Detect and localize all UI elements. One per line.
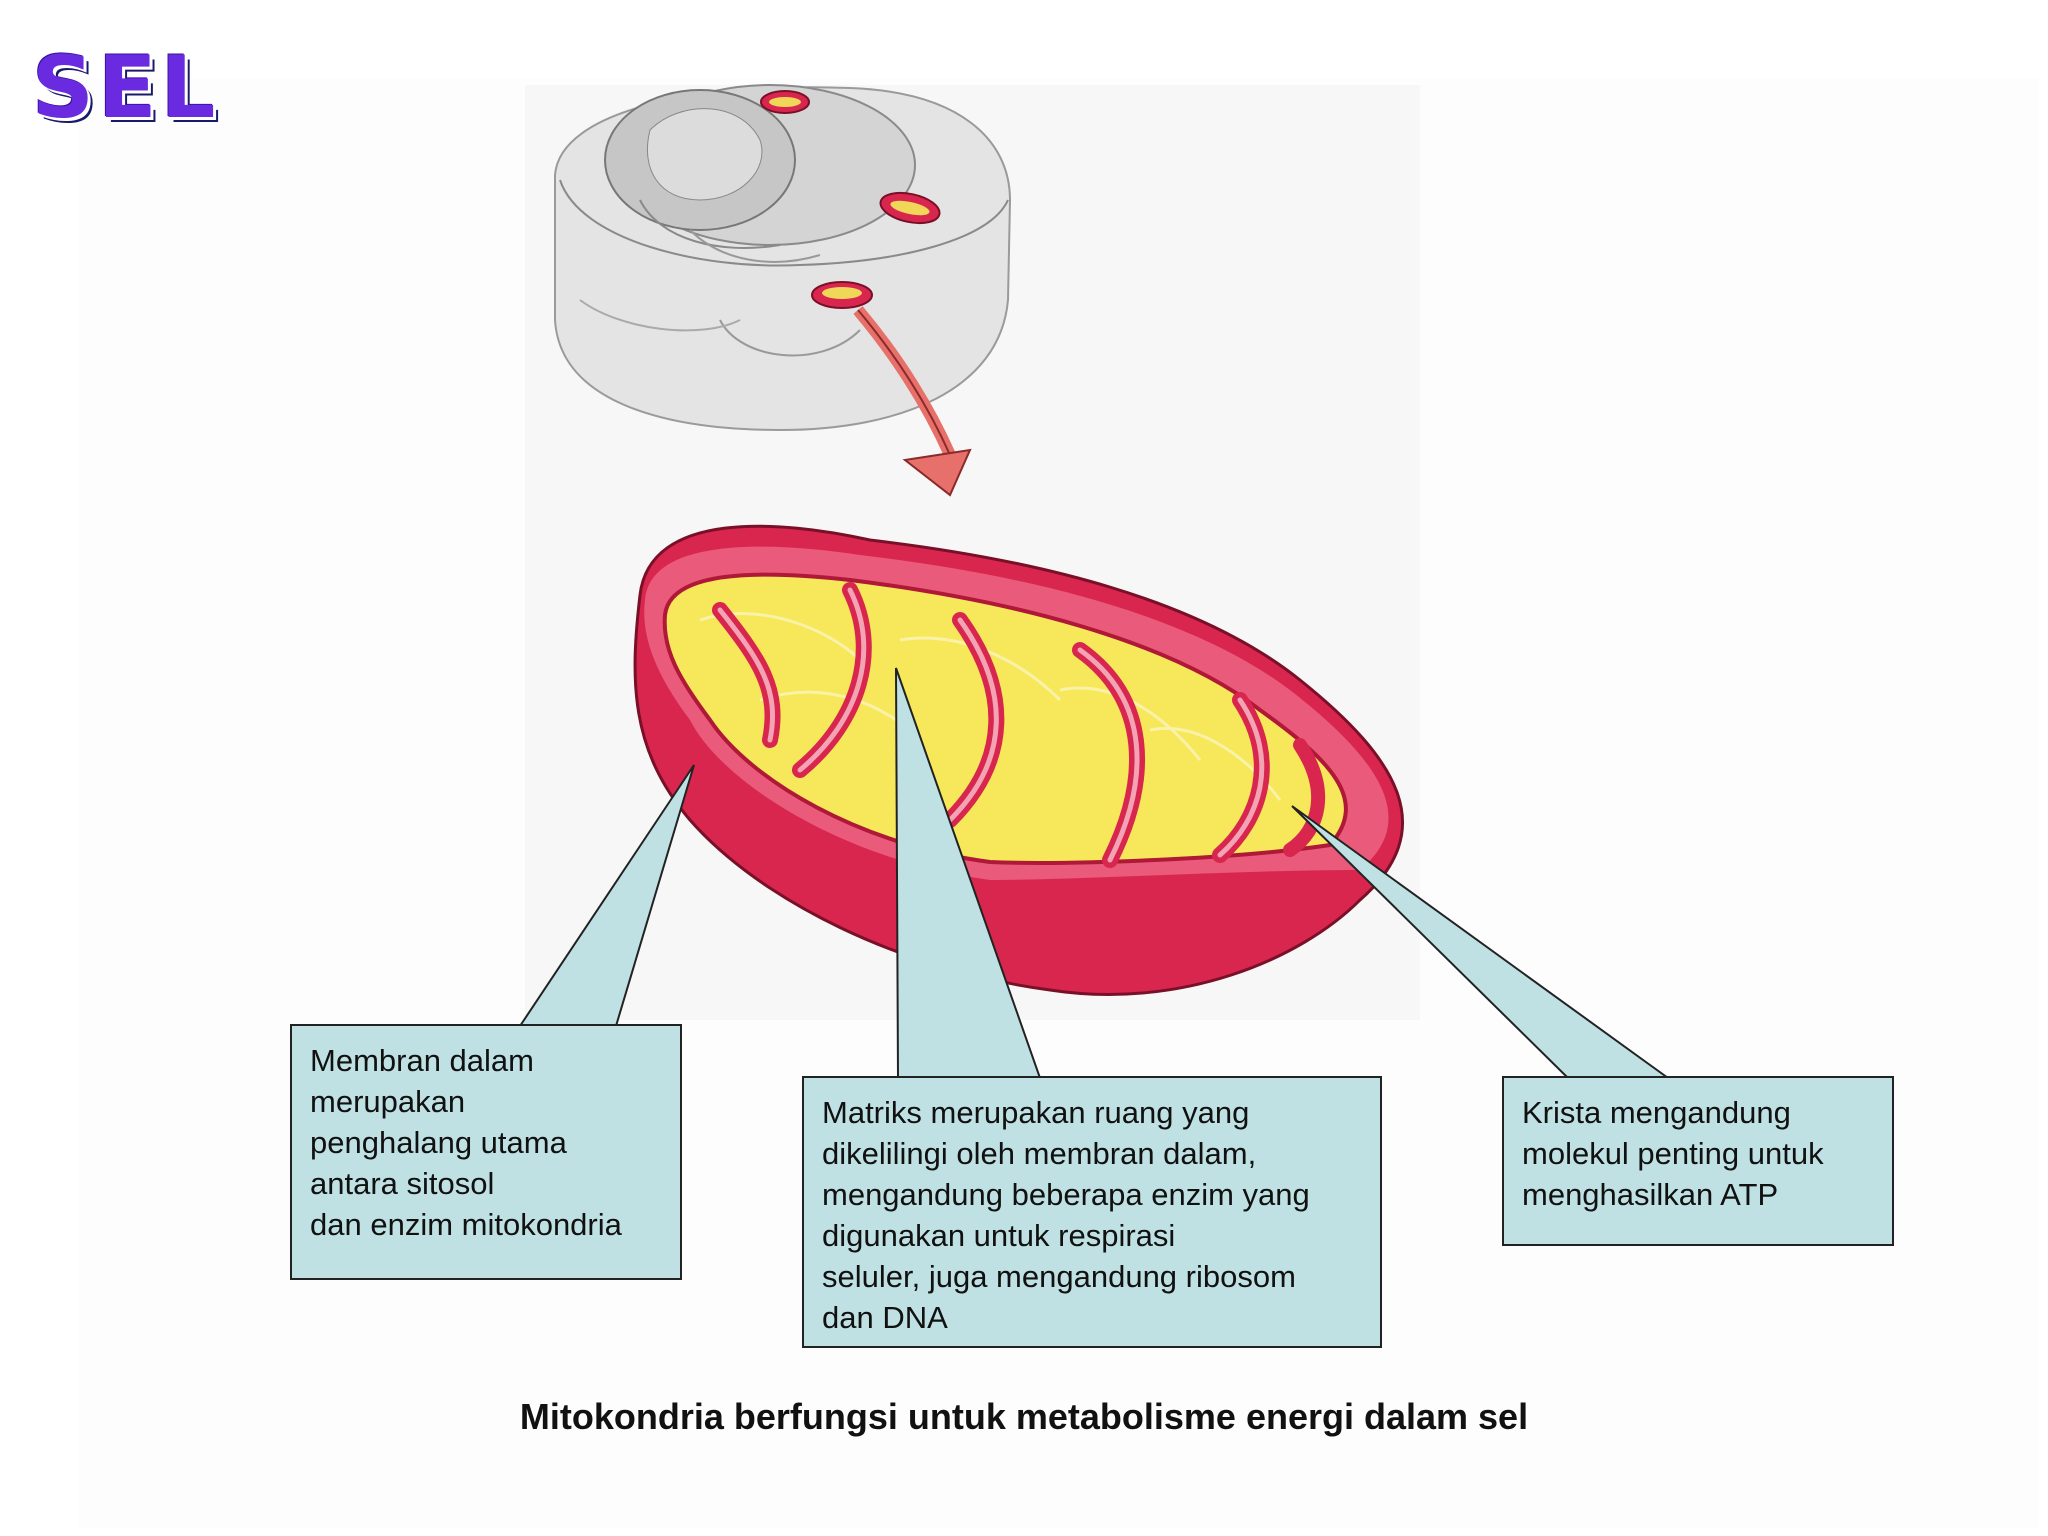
figure-caption: Mitokondria berfungsi untuk metabolisme … [519,1396,1529,1437]
callout-inner-membrane: Membran dalam merupakan penghalang utama… [290,1024,682,1280]
callout-matrix: Matriks merupakan ruang yang dikelilingi… [802,1076,1382,1348]
zoom-arrow-icon [853,306,972,497]
mitochondrion [633,524,1404,996]
callout-cristae: Krista mengandung molekul penting untuk … [1502,1076,1894,1246]
cell-illustration [554,84,1012,432]
slide-title: SEL [32,38,220,138]
